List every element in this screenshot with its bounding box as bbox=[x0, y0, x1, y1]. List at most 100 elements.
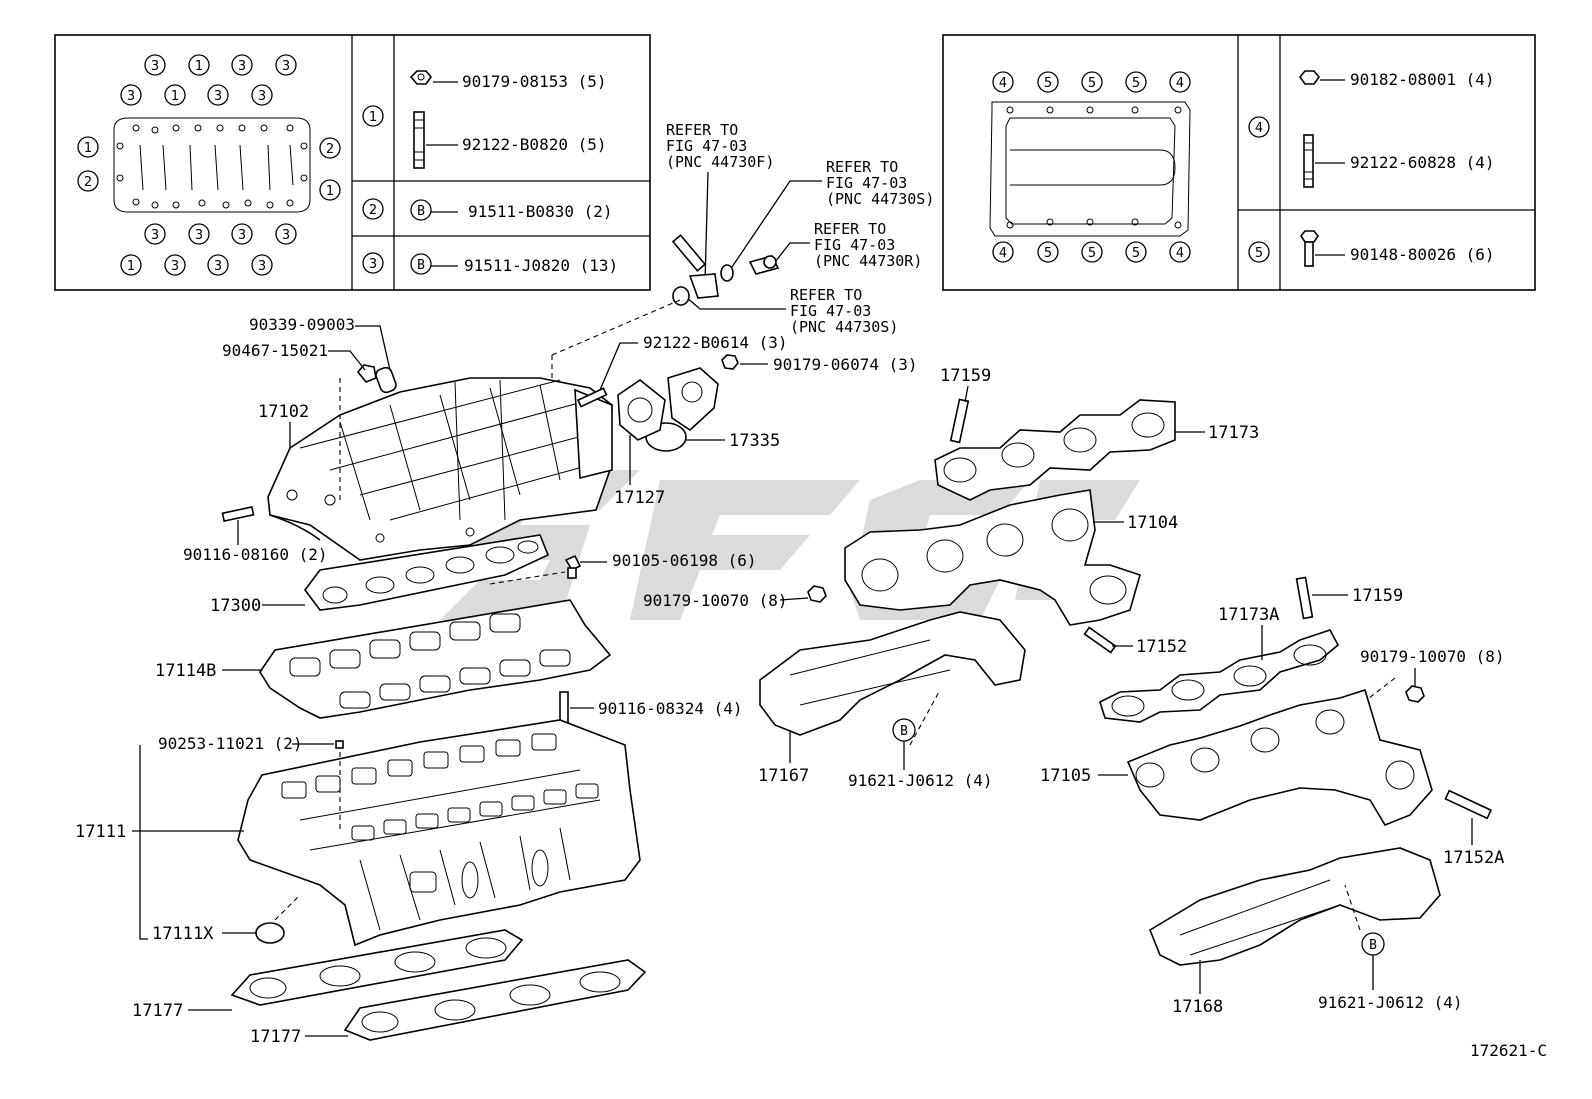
refer-line: REFER TO bbox=[814, 220, 886, 238]
nut-90179-06074 bbox=[721, 354, 739, 370]
callout-17159-a: 17159 bbox=[940, 366, 991, 386]
stud-17152A bbox=[1444, 789, 1493, 820]
gasket-17300 bbox=[304, 534, 550, 611]
gasket-17114B bbox=[259, 599, 612, 719]
badge-b: B bbox=[417, 204, 425, 219]
layout-top-row: 3 1 3 3 bbox=[144, 54, 297, 76]
part-90148-80026: 90148-80026 (6) bbox=[1350, 245, 1495, 264]
exhaust-gasket-drawing bbox=[989, 101, 1191, 237]
layout-num: 5 bbox=[1044, 246, 1052, 261]
b-badge-1: B bbox=[892, 718, 916, 742]
nut-90179-10070-a bbox=[807, 585, 827, 603]
refer-line: (PNC 44730F) bbox=[666, 153, 774, 171]
callout-17152: 17152 bbox=[1136, 637, 1187, 657]
callout-17105: 17105 bbox=[1040, 766, 1091, 786]
part-91511-B0830: 91511-B0830 (2) bbox=[468, 202, 613, 221]
bolt-b-icon: B bbox=[410, 253, 432, 275]
row-key-2: 2 bbox=[369, 203, 377, 218]
layout-num: 1 bbox=[127, 259, 135, 274]
stud-icon bbox=[1303, 134, 1314, 188]
refer-line: REFER TO bbox=[666, 121, 738, 139]
layout-bottom-row-2: 1 3 3 3 bbox=[120, 254, 273, 276]
callout-17111X: 17111X bbox=[152, 924, 214, 944]
layout-num: 3 bbox=[195, 228, 203, 243]
layout-bottom-row: 3 3 3 3 bbox=[144, 223, 297, 245]
part-92122-B0820: 92122-B0820 (5) bbox=[462, 135, 607, 154]
right-fastener-table: 4 5 5 5 4 4 5 5 5 4 4 5 90182-08001 (4) … bbox=[942, 34, 1536, 291]
stud-17102 bbox=[221, 506, 255, 522]
callout-17127: 17127 bbox=[614, 488, 665, 508]
stud-17152 bbox=[1083, 626, 1117, 654]
layout-num: 3 bbox=[258, 89, 266, 104]
callout-17114B: 17114B bbox=[155, 661, 216, 681]
badge-b: B bbox=[900, 724, 908, 739]
callout-91621-J0612-b: 91621-J0612 (4) bbox=[1318, 993, 1463, 1012]
part-92122-60828: 92122-60828 (4) bbox=[1350, 153, 1495, 172]
layout-left-col: 1 2 bbox=[77, 136, 99, 192]
layout-num: 2 bbox=[84, 175, 92, 190]
callout-90179-10070-b: 90179-10070 (8) bbox=[1360, 647, 1505, 666]
callouts: 90339-09003 90467-15021 17102 90116-0816… bbox=[75, 315, 1505, 1047]
callout-90116-08160: 90116-08160 (2) bbox=[183, 545, 328, 564]
vacuum-fittings bbox=[671, 234, 780, 306]
leader-dash bbox=[909, 689, 941, 746]
row-key-5: 5 bbox=[1255, 246, 1263, 261]
badge-b: B bbox=[417, 258, 425, 273]
layout-num: 1 bbox=[171, 89, 179, 104]
small-parts-90339 bbox=[356, 364, 397, 394]
refer-line: (PNC 44730R) bbox=[814, 252, 922, 270]
refer-note-4: REFER TO FIG 47-03 (PNC 44730S) bbox=[684, 286, 898, 336]
stud-17159-b bbox=[1295, 576, 1314, 620]
callout-91621-J0612-a: 91621-J0612 (4) bbox=[848, 771, 993, 790]
part-90182-08001: 90182-08001 (4) bbox=[1350, 70, 1495, 89]
row-key-4: 4 bbox=[1255, 121, 1263, 136]
plug-17111X bbox=[255, 922, 285, 944]
layout-top-row-2: 3 1 3 3 bbox=[120, 84, 273, 106]
layout-num: 3 bbox=[282, 59, 290, 74]
callout-17152A: 17152A bbox=[1443, 848, 1504, 868]
layout-num: 5 bbox=[1088, 246, 1096, 261]
layout-num: 4 bbox=[1176, 246, 1184, 261]
layout-num: 3 bbox=[238, 228, 246, 243]
throttle-body-17335 bbox=[645, 367, 719, 452]
refer-note-1: REFER TO FIG 47-03 (PNC 44730F) bbox=[666, 121, 774, 283]
layout-num: 5 bbox=[1132, 76, 1140, 91]
callout-17173A: 17173A bbox=[1218, 605, 1279, 625]
gasket-17177-a bbox=[230, 929, 524, 1006]
layout-num: 4 bbox=[999, 76, 1007, 91]
callout-90179-10070-a: 90179-10070 (8) bbox=[643, 591, 788, 610]
row-key-3: 3 bbox=[369, 257, 377, 272]
intake-gasket-bolt-layout bbox=[113, 117, 311, 213]
heat-insulator-17167 bbox=[759, 611, 1026, 736]
refer-note-2: REFER TO FIG 47-03 (PNC 44730S) bbox=[729, 158, 934, 271]
callout-90105-06198: 90105-06198 (6) bbox=[612, 551, 757, 570]
intake-manifold-17111 bbox=[237, 719, 641, 947]
layout-num: 3 bbox=[151, 59, 159, 74]
layout-num: 1 bbox=[326, 184, 334, 199]
callout-17177-b: 17177 bbox=[250, 1027, 301, 1047]
gasket-17127 bbox=[617, 379, 666, 441]
refer-line: FIG 47-03 bbox=[814, 236, 895, 254]
refer-line: REFER TO bbox=[790, 286, 862, 304]
gasket-17173A bbox=[1099, 629, 1340, 723]
layout-num: 2 bbox=[326, 142, 334, 157]
refer-line: (PNC 44730S) bbox=[826, 190, 934, 208]
layout-num: 3 bbox=[127, 89, 135, 104]
b-badge-2: B bbox=[1361, 932, 1385, 956]
layout-num: 3 bbox=[151, 228, 159, 243]
callout-90339-09003: 90339-09003 bbox=[249, 315, 355, 334]
layout-num: 3 bbox=[258, 259, 266, 274]
layout-num: 3 bbox=[238, 59, 246, 74]
row-key-1: 1 bbox=[369, 110, 377, 125]
part-90179-08153: 90179-08153 (5) bbox=[462, 72, 607, 91]
heat-insulator-17168 bbox=[1149, 847, 1441, 966]
layout-right-col: 2 1 bbox=[319, 137, 341, 201]
callout-17335: 17335 bbox=[729, 431, 780, 451]
layout-num: 3 bbox=[171, 259, 179, 274]
nut-90179-10070-b bbox=[1405, 685, 1425, 703]
plug-90253 bbox=[335, 740, 344, 749]
gasket-17177-b bbox=[343, 959, 647, 1041]
callout-17111: 17111 bbox=[75, 822, 126, 842]
layout-num: 5 bbox=[1132, 246, 1140, 261]
